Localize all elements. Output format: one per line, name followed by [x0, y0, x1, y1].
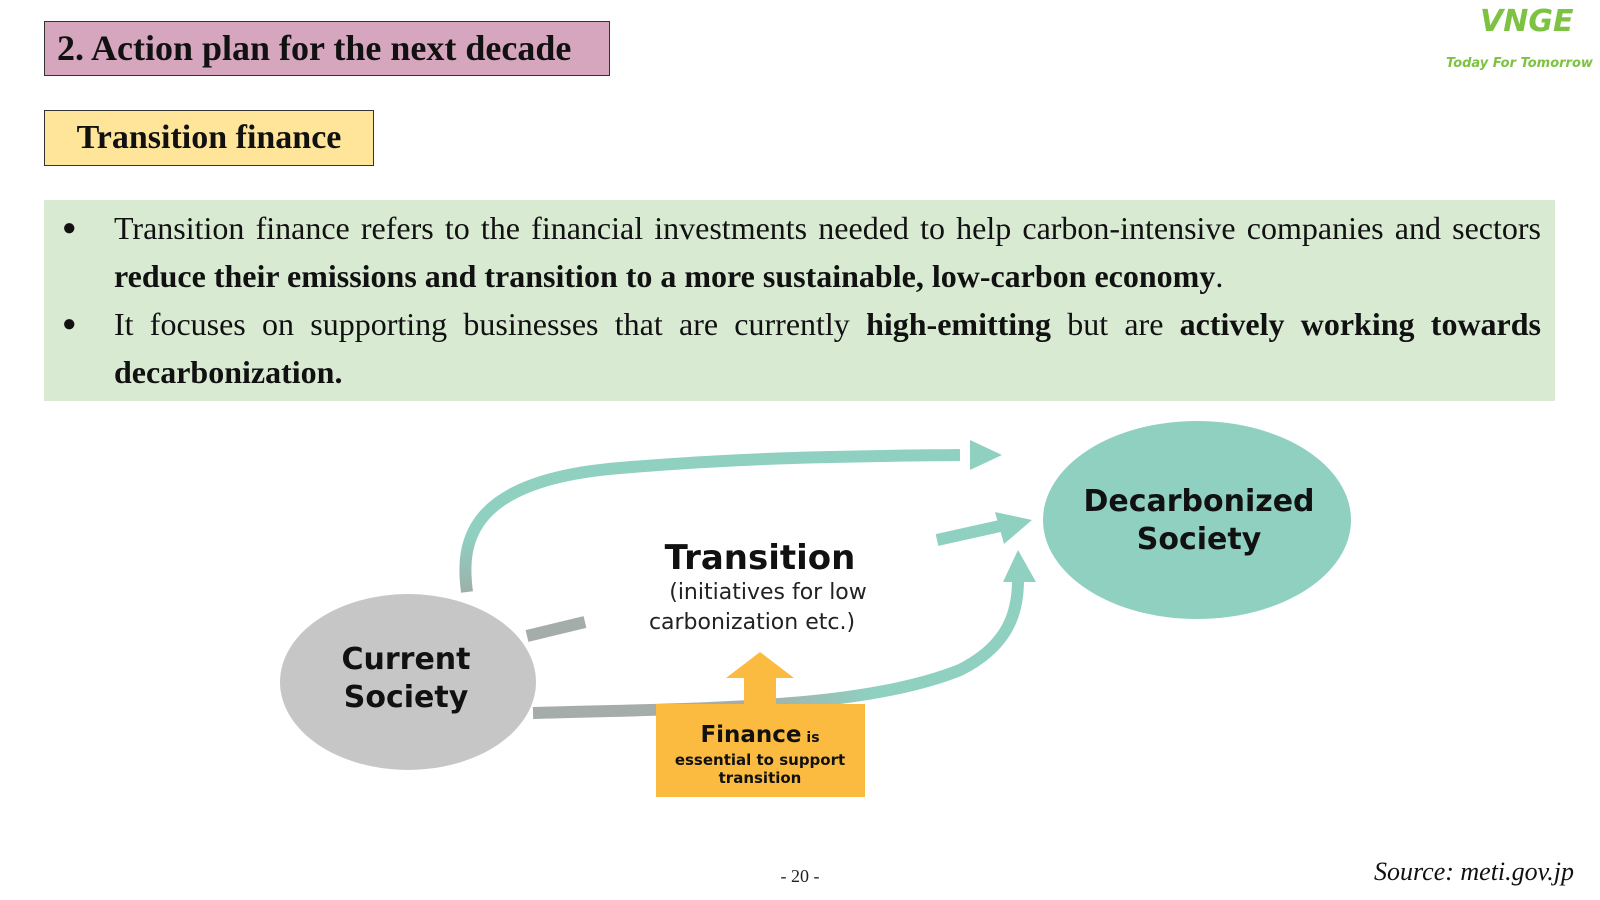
- decarbonized-society-node: [1043, 421, 1351, 619]
- finance-desc: essential to support: [675, 751, 845, 769]
- section-title: 2. Action plan for the next decade: [44, 21, 610, 76]
- transition-title: Transition: [665, 538, 856, 578]
- current-society-node: [280, 594, 536, 770]
- logo-mark: VNGE: [1480, 4, 1574, 39]
- upper-arrowhead: [970, 440, 1002, 470]
- finance-desc: transition: [719, 769, 802, 787]
- finance-box: [656, 704, 865, 797]
- decarbonized-label: Society: [1137, 522, 1262, 557]
- current-label: Society: [344, 680, 469, 715]
- summary-box: Transition finance refers to the financi…: [44, 200, 1555, 401]
- transition-desc: (initiatives for low: [669, 580, 867, 605]
- page-number: - 20 -: [780, 866, 820, 886]
- vnge-logo: VNGE Today For Tomorrow: [1440, 4, 1593, 74]
- subsection-title: Transition finance: [44, 110, 374, 166]
- middle-arrowhead: [995, 512, 1032, 544]
- source-citation: Source: meti.gov.jp: [1374, 857, 1574, 886]
- transition-diagram: Current Society Decarbonized Society Tra…: [280, 421, 1351, 797]
- transition-desc: carbonization etc.): [649, 610, 855, 635]
- bullet-item: Transition finance refers to the financi…: [62, 204, 1541, 300]
- logo-tagline: Today For Tomorrow: [1446, 56, 1593, 71]
- finance-up-arrow: [726, 652, 794, 705]
- current-label: Current: [341, 642, 470, 677]
- finance-label: Finance is: [700, 722, 819, 748]
- lower-arrowhead: [1003, 550, 1036, 582]
- lower-arrow: [532, 579, 1024, 719]
- decarbonized-label: Decarbonized: [1083, 484, 1314, 519]
- bullet-item: It focuses on supporting businesses that…: [62, 300, 1541, 396]
- middle-arrow-left: [525, 616, 587, 642]
- middle-arrow-right: [935, 520, 1002, 546]
- upper-arrow: [459, 449, 961, 593]
